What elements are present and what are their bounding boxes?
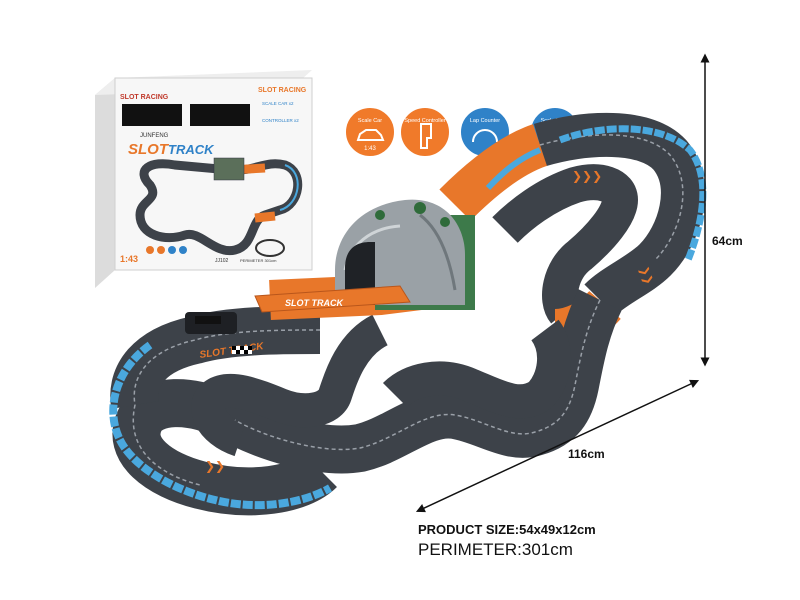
chevron-marks: ❯❯ [637, 265, 656, 287]
box-window-right [190, 104, 250, 126]
chevron-marks: ❯❯ [205, 459, 225, 473]
width-label: 116cm [568, 447, 605, 461]
feature-controller: Speed Controller [399, 106, 451, 158]
feature-car: Scale Car 1:43 [344, 106, 396, 158]
track-inner-right-curve [382, 319, 572, 419]
box-side [95, 78, 115, 288]
width-arrow [415, 379, 700, 513]
box-track-shape-icon [255, 239, 285, 257]
feature-badge [344, 106, 396, 158]
start-gantry: SLOT TRACK [254, 285, 411, 313]
box-title-slot: SLOT [128, 141, 170, 158]
box-brand: JUNFENG [140, 133, 169, 139]
feature-badge [399, 106, 451, 158]
lap-counter-device [185, 312, 237, 334]
guard-rail-top [485, 147, 542, 191]
guard-rail-left [109, 341, 332, 510]
box-controller-note: CONTROLLER x2 [262, 118, 299, 123]
feature-label: Speed Controller [404, 118, 445, 124]
track-figure-eight-inner [191, 314, 389, 457]
box-model: JJ102 [215, 258, 229, 264]
product-box: SLOT RACING SLOT RACING JUNFENG SLOT TRA… [95, 70, 313, 288]
box-scale-car-note: SCALE CAR x2 [262, 101, 294, 106]
race-track: SLOT TRACK SLOT TRACK ❯❯❯ ❯❯ ❯❯ [109, 113, 707, 516]
track-right-inner [492, 164, 639, 324]
guard-rail-right [558, 125, 707, 262]
chevron-marks: ❯❯❯ [572, 169, 602, 183]
track-banner-text: SLOT TRACK [285, 298, 344, 308]
box-scale: 1:43 [120, 254, 138, 264]
perimeter-text: PERIMETER:301cm [418, 540, 573, 559]
box-header-text: SLOT RACING [120, 94, 169, 101]
feature-label: Lap Counter [470, 118, 500, 124]
feature-sublabel: 1:43 [364, 146, 376, 152]
lap-counter-icon [472, 129, 498, 143]
controller-icon [420, 123, 432, 149]
box-feature-dot [146, 246, 154, 254]
box-title-track: TRACK [168, 142, 215, 157]
product-size-text: PRODUCT SIZE:54x49x12cm [418, 522, 596, 537]
track-slot-line [132, 329, 321, 486]
box-feature-dot [157, 246, 165, 254]
track-orange-section [439, 124, 548, 221]
box-feature-dot [179, 246, 187, 254]
box-feature-dot [168, 246, 176, 254]
feature-label: Scale Car [358, 118, 382, 124]
box-track-image [135, 157, 303, 256]
height-label: 64cm [712, 234, 743, 248]
car-icon [356, 129, 385, 141]
box-header-text-right: SLOT RACING [258, 87, 307, 94]
checkered-flag-mark [232, 346, 252, 354]
box-perimeter: PERIMETER 301cm [240, 258, 277, 263]
box-window-left [122, 104, 182, 126]
